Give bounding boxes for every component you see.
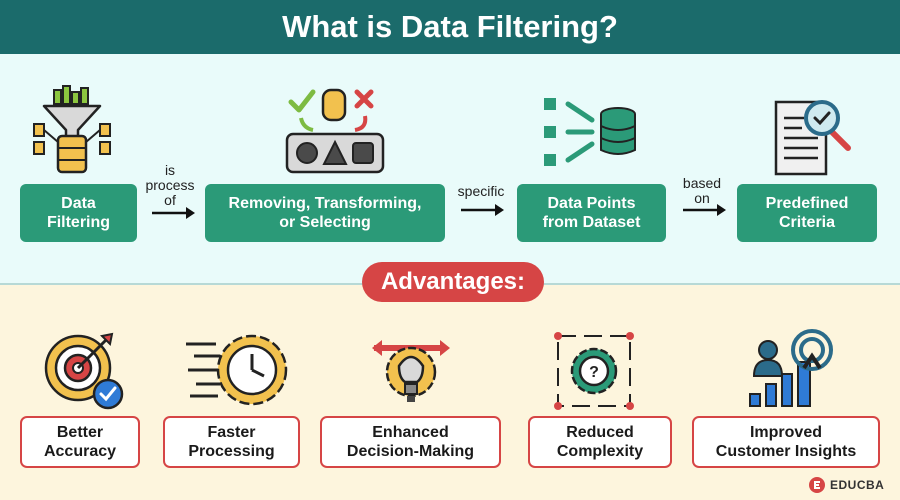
customer-insights-icon — [749, 329, 833, 407]
educba-logo-icon — [809, 477, 825, 493]
flow-box-predefined-criteria: Predefined Criteria — [737, 184, 877, 242]
document-search-icon — [774, 100, 851, 176]
arrow-3 — [683, 204, 726, 216]
arrow-2 — [461, 204, 504, 216]
target-accuracy-icon — [44, 332, 124, 410]
advantage-enhanced-decision-making: Enhanced Decision-Making — [320, 416, 501, 468]
svg-text:?: ? — [589, 364, 599, 381]
flow-box-removing: Removing, Transforming, or Selecting — [205, 184, 445, 242]
flow-box-data-filtering: Data Filtering — [20, 184, 137, 242]
data-funnel-icon — [33, 85, 111, 174]
connector-label-2: specific — [457, 183, 505, 199]
educba-logo: EDUCBA — [808, 476, 884, 494]
advantages-heading: Advantages: — [362, 262, 544, 302]
speed-clock-icon — [186, 334, 288, 406]
decision-bulb-icon — [372, 340, 450, 402]
advantage-improved-customer-insights: Improved Customer Insights — [692, 416, 880, 468]
brand-name: EDUCBA — [830, 478, 885, 492]
advantage-reduced-complexity: Reduced Complexity — [528, 416, 672, 468]
arrow-1 — [152, 207, 195, 219]
connector-label-3: based on — [682, 175, 722, 206]
connector-label-1: is process of — [145, 162, 195, 208]
definition-panel — [0, 54, 900, 284]
sorting-shapes-icon — [285, 88, 385, 174]
complexity-gear-icon: ? — [554, 332, 634, 410]
database-icon — [544, 98, 636, 166]
advantage-better-accuracy: Better Accuracy — [20, 416, 140, 468]
advantage-faster-processing: Faster Processing — [163, 416, 300, 468]
flow-box-data-points: Data Points from Dataset — [517, 184, 666, 242]
page-title: What is Data Filtering? — [0, 0, 900, 54]
